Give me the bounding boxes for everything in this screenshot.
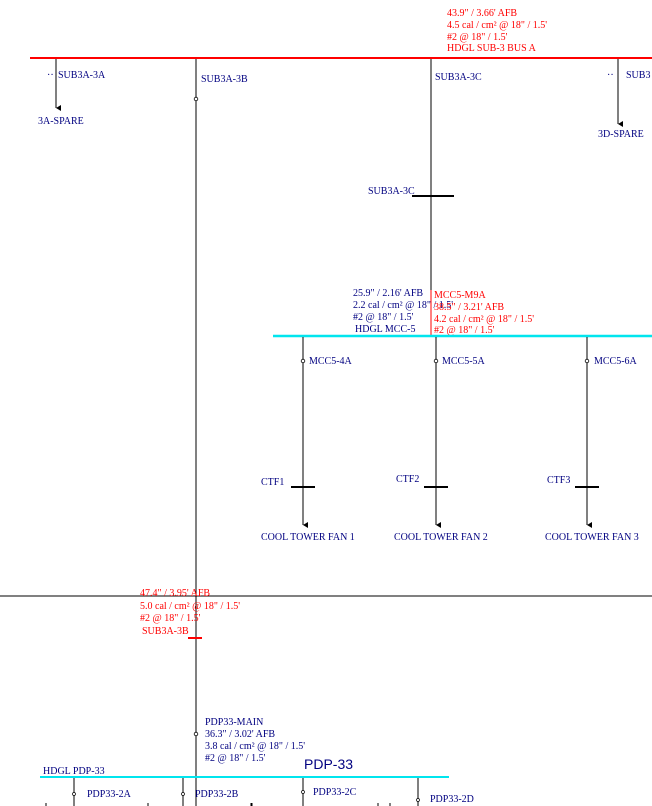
- bus-name-label: HDGL SUB-3 BUS A: [447, 43, 537, 54]
- ppe-label: #2 @ 18" / 1.5': [447, 32, 508, 43]
- pdp33-main-labels: PDP33-MAIN 36.3" / 3.02' AFB 3.8 cal / c…: [205, 717, 305, 764]
- sub3-bus-a-labels: 43.9" / 3.66' AFB 4.5 cal / cm² @ 18" / …: [447, 8, 547, 54]
- breaker-label[interactable]: PDP33-2D: [430, 794, 474, 805]
- energy-label: 3.8 cal / cm² @ 18" / 1.5': [205, 741, 305, 752]
- device-label[interactable]: SUB3A-3B: [142, 626, 189, 637]
- breaker-icon: [301, 790, 305, 794]
- breaker-label[interactable]: PDP33-2C: [313, 787, 357, 798]
- breaker-label[interactable]: MCC5-M9A: [434, 290, 486, 301]
- ppe-label: #2 @ 18" / 1.5': [434, 325, 495, 336]
- energy-label: 2.2 cal / cm² @ 18" / 1.5': [353, 300, 453, 311]
- breaker-label[interactable]: SUB3: [626, 70, 650, 81]
- breaker-label[interactable]: MCC5-4A: [309, 356, 353, 367]
- afb-label: 47.4" / 3.95' AFB: [140, 588, 210, 599]
- breaker-label[interactable]: PDP33-2B: [195, 789, 239, 800]
- bus-name-label: HDGL PDP-33: [43, 766, 105, 777]
- dots-icon: ··: [607, 70, 614, 81]
- breaker-icon: [433, 358, 439, 364]
- ppe-label: #2 @ 18" / 1.5': [353, 312, 414, 323]
- breaker-label[interactable]: SUB3A-3B: [201, 74, 248, 85]
- breaker-icon: [416, 798, 420, 802]
- breaker-label[interactable]: MCC5-6A: [594, 356, 638, 367]
- breaker-label[interactable]: MCC5-5A: [442, 356, 486, 367]
- mcc5-feeder-2[interactable]: MCC5-5A CTF2 COOL TOWER FAN 2: [394, 337, 488, 543]
- breaker-label[interactable]: PDP33-2A: [87, 789, 132, 800]
- breaker-icon: [193, 96, 199, 102]
- load-label[interactable]: COOL TOWER FAN 1: [261, 532, 355, 543]
- load-label[interactable]: COOL TOWER FAN 2: [394, 532, 488, 543]
- breaker-label[interactable]: PDP33-MAIN: [205, 717, 263, 728]
- breaker-label[interactable]: SUB3A-3A: [58, 70, 106, 81]
- device-label[interactable]: SUB3A-3C: [368, 186, 415, 197]
- breaker-label[interactable]: SUB3A-3C: [435, 72, 482, 83]
- afb-label: 25.9" / 2.16' AFB: [353, 288, 423, 299]
- afb-label: 36.3" / 3.02' AFB: [205, 729, 275, 740]
- energy-label: 4.2 cal / cm² @ 18" / 1.5': [434, 314, 534, 325]
- breaker-icon: [193, 731, 199, 737]
- pdp33-feeders: PDP33-2A PDP33-2B PDP33-2C PDP33-2D: [45, 778, 474, 806]
- ppe-label: #2 @ 18" / 1.5': [140, 613, 201, 624]
- load-label[interactable]: 3A-SPARE: [38, 116, 84, 127]
- bus-name-label: HDGL MCC-5: [355, 324, 415, 335]
- mcc5-main-labels: MCC5-M9A 38.5" / 3.21' AFB 4.2 cal / cm²…: [434, 290, 534, 336]
- afb-label: 38.5" / 3.21' AFB: [434, 302, 504, 313]
- energy-label: 4.5 cal / cm² @ 18" / 1.5': [447, 20, 547, 31]
- energy-label: 5.0 cal / cm² @ 18" / 1.5': [140, 601, 240, 612]
- mcc5-feeder-3[interactable]: MCC5-6A CTF3 COOL TOWER FAN 3: [545, 337, 639, 543]
- pdp33-title[interactable]: PDP-33: [304, 756, 353, 772]
- dots-icon: ··: [47, 70, 54, 81]
- sub3a-3b-labels: 47.4" / 3.95' AFB 5.0 cal / cm² @ 18" / …: [140, 588, 240, 637]
- mcc5-feeder-1[interactable]: MCC5-4A CTF1 COOL TOWER FAN 1: [261, 337, 355, 543]
- afb-label: 43.9" / 3.66' AFB: [447, 8, 517, 19]
- load-label[interactable]: COOL TOWER FAN 3: [545, 532, 639, 543]
- load-label[interactable]: 3D-SPARE: [598, 129, 644, 140]
- breaker-icon: [584, 358, 590, 364]
- device-label[interactable]: CTF2: [396, 474, 419, 485]
- device-label[interactable]: CTF1: [261, 477, 284, 488]
- breaker-icon: [300, 358, 306, 364]
- breaker-icon: [72, 792, 76, 796]
- mcc5-labels: 25.9" / 2.16' AFB 2.2 cal / cm² @ 18" / …: [353, 288, 453, 335]
- ppe-label: #2 @ 18" / 1.5': [205, 753, 266, 764]
- device-label[interactable]: CTF3: [547, 475, 570, 486]
- breaker-icon: [181, 792, 185, 796]
